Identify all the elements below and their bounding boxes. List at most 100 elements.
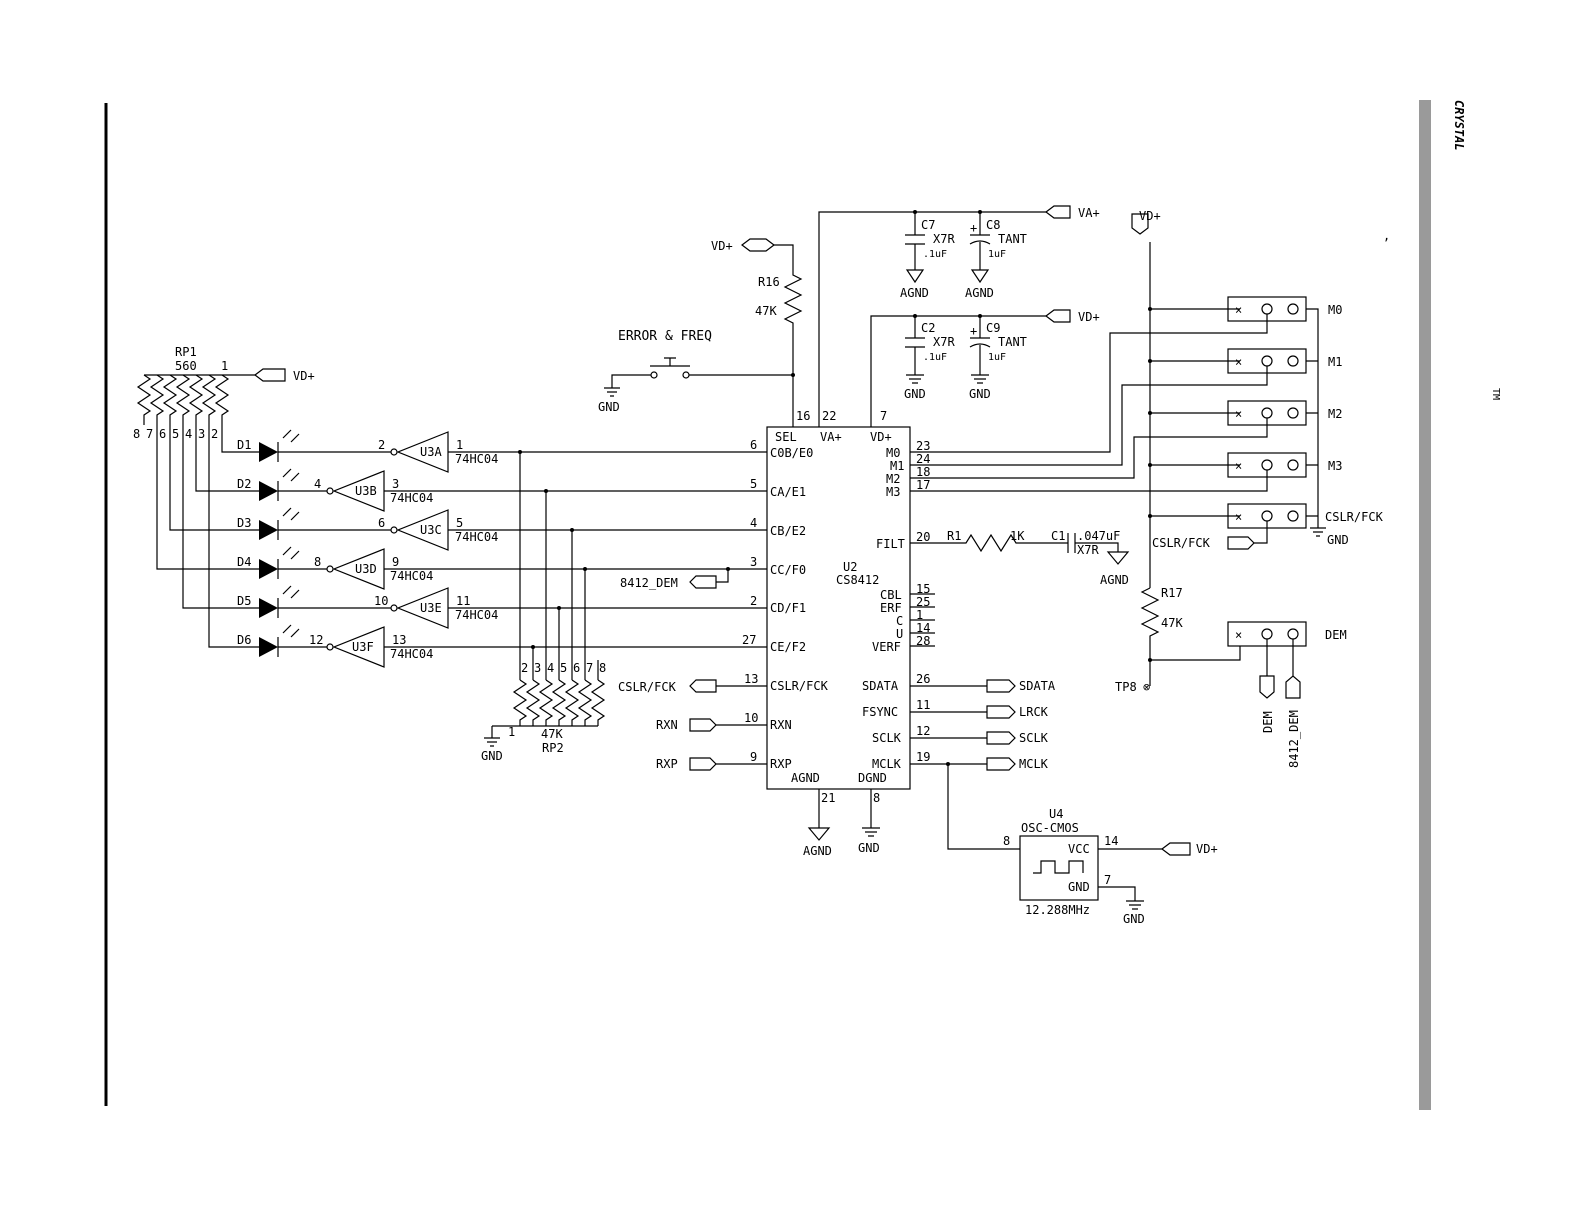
rp1-pin-3: 3: [198, 427, 205, 441]
r1-ref: R1: [947, 529, 961, 543]
vd-u4: VD+: [1196, 842, 1218, 856]
pin-vd-label: VD+: [870, 430, 892, 444]
rp2-pin-8: 8: [599, 661, 606, 675]
rxp-port-label: RXP: [656, 757, 678, 771]
rp2-pin-5: 5: [560, 661, 567, 675]
pin-cc-label: CC/F0: [770, 563, 806, 577]
c2-value: .1uF: [923, 352, 947, 363]
u3e-ref: U3E: [420, 601, 442, 615]
c7-type: X7R: [933, 232, 955, 246]
pin-19-num: 19: [916, 750, 930, 764]
c9-ref: C9: [986, 321, 1000, 335]
pin-12-num: 12: [916, 724, 930, 738]
jumper-label-m0: M0: [1328, 303, 1342, 317]
led-d6: D6: [237, 633, 251, 647]
led-d5: D5: [237, 594, 251, 608]
right-grey-bar: [1419, 100, 1431, 1110]
u4-pin8: 8: [1003, 834, 1010, 848]
jumper-m1-x: ×: [1235, 355, 1242, 369]
gnd-c9: GND: [969, 387, 991, 401]
agnd-u2: AGND: [803, 844, 832, 858]
u4-pin14: 14: [1104, 834, 1118, 848]
rp1-pin-6: 6: [159, 427, 166, 441]
dem8412-vertical-label: 8412_DEM: [1287, 710, 1301, 768]
pin-cd-label: CD/F1: [770, 601, 806, 615]
jumper-label-cslr: CSLR/FCK: [1325, 510, 1384, 524]
u2-chip: U2 CS8412 SEL VA+ VD+ 16 22 7 AGND DGND …: [766, 409, 911, 805]
u2-left-pins: C0B/E0 CA/E1 CB/E2 CC/F0 CD/F1 CE/F2 CSL…: [742, 438, 829, 771]
pin-23-num: 23: [916, 439, 930, 453]
u4-ref: U4: [1049, 807, 1063, 821]
pin-ce-label: CE/F2: [770, 640, 806, 654]
u3d-in: 9: [392, 555, 399, 569]
pin-rxn-label: RXN: [770, 718, 792, 732]
rp2-resistor-pack: 2 3 4 5 6 7 8 1 47K RP2 GND: [481, 661, 606, 763]
tp8-ref: TP8: [1115, 680, 1137, 694]
pin-rxp-label: RXP: [770, 757, 792, 771]
rp1-pin1: 1: [221, 359, 228, 373]
u2-outputs: SDATA LRCK SCLK MCLK: [910, 679, 1056, 850]
pin-sclk-label: SCLK: [872, 731, 902, 745]
crystal-logo: CRYSTAL: [1452, 100, 1466, 151]
u3a-in: 1: [456, 438, 463, 452]
vd-label-top: VD+: [1078, 310, 1100, 324]
gnd-jumpers: GND: [1327, 533, 1349, 547]
rp1-pin-2: 2: [211, 427, 218, 441]
pin-25-num: 25: [916, 595, 930, 609]
pin-mclk-label: MCLK: [872, 757, 902, 771]
u3a-ref: U3A: [420, 445, 442, 459]
led-array: D1 D2 D3 D4 D5 D6: [156, 421, 300, 657]
stray-tick: ,: [1383, 229, 1390, 243]
c1-ref: C1: [1051, 529, 1065, 543]
u3b-in: 3: [392, 477, 399, 491]
mode-jumpers: VD+ R17 47K TP8 ⊗ × × × × × ×: [910, 209, 1384, 768]
u2-part: CS8412: [836, 573, 879, 587]
rp2-pin-3: 3: [534, 661, 541, 675]
pin-16-num: 16: [796, 409, 810, 423]
inverter-u3f: U3F 13 12 74HC04: [278, 626, 433, 668]
rp2-pin-4: 4: [547, 661, 554, 675]
rp2-pin-2: 2: [521, 661, 528, 675]
vd-jumpers: VD+: [1139, 209, 1161, 223]
r16-value: 47K: [755, 304, 777, 318]
u3b-ref: U3B: [355, 484, 377, 498]
u3e-in: 11: [456, 594, 470, 608]
sdata-port-label: SDATA: [1019, 679, 1056, 693]
rp1-resistor-pack: VD+ RP1 560 1 8 7 6 5 4 3 2: [133, 345, 315, 441]
rp1-ref: RP1: [175, 345, 197, 359]
inverter-u3b: U3B 3 4 74HC04: [278, 470, 433, 512]
inverter-u3e: U3E 11 10 74HC04: [278, 587, 498, 629]
va-label-top: VA+: [1078, 206, 1100, 220]
gnd-switch: GND: [598, 400, 620, 414]
pin-m3-label: M3: [886, 485, 900, 499]
dem-port-label: 8412_DEM: [620, 576, 678, 590]
rp1-pin-8: 8: [133, 427, 140, 441]
u4-freq: 12.288MHz: [1025, 903, 1090, 917]
u3a-part: 74HC04: [455, 452, 498, 466]
led-d4: D4: [237, 555, 251, 569]
u3f-ref: U3F: [352, 640, 374, 654]
pin-18-num: 18: [916, 465, 930, 479]
led-d3: D3: [237, 516, 251, 530]
pin-va-label: VA+: [820, 430, 842, 444]
inverter-u3c: U3C 5 6 74HC04: [278, 509, 498, 551]
c9-type: TANT: [998, 335, 1027, 349]
rp2-value: 47K: [541, 727, 563, 741]
c8-value: 1uF: [988, 249, 1006, 260]
pin-filt-label: FILT: [876, 537, 905, 551]
jumper-cslr-x: ×: [1235, 510, 1242, 524]
pin-cslr-label: CSLR/FCK: [770, 679, 829, 693]
u4-vcc: VCC: [1068, 842, 1090, 856]
gnd-u4: GND: [1123, 912, 1145, 926]
pin-ca-label: CA/E1: [770, 485, 806, 499]
u4-gnd: GND: [1068, 880, 1090, 894]
pin-c0b-label: C0B/E0: [770, 446, 813, 460]
c8-plus: +: [970, 221, 977, 235]
pin-verf-label: VERF: [872, 640, 901, 654]
pin-10-num: 10: [744, 711, 758, 725]
u3c-out: 6: [378, 516, 385, 530]
r16-ref: R16: [758, 275, 780, 289]
r17-ref: R17: [1161, 586, 1183, 600]
u3e-out: 10: [374, 594, 388, 608]
pin-7-num: 7: [880, 409, 887, 423]
